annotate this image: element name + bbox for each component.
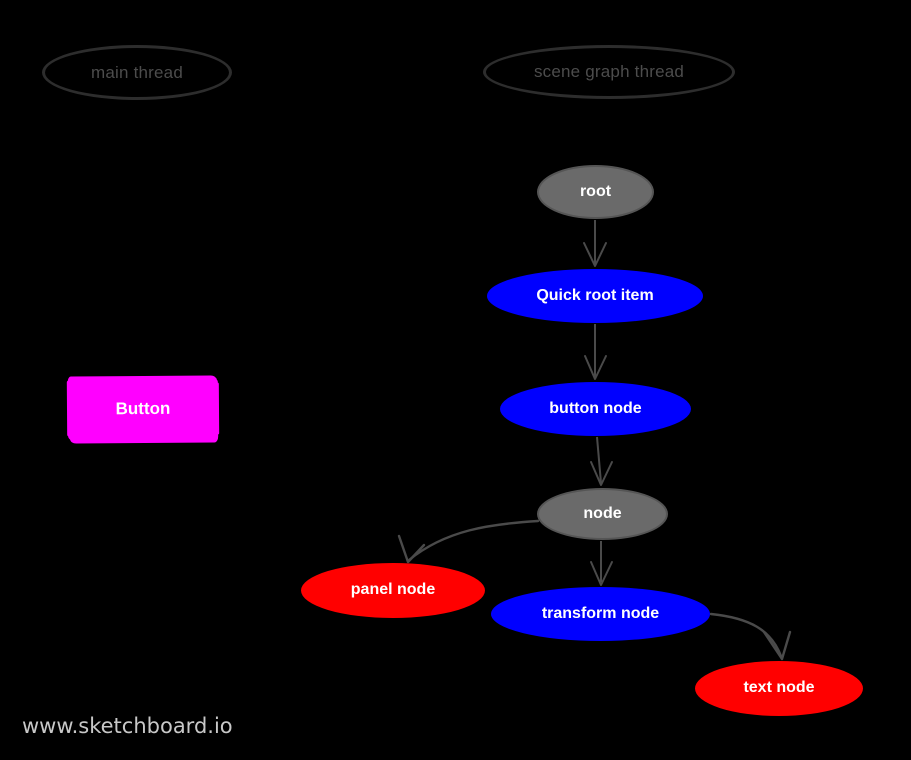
node-node[interactable]: node: [537, 488, 668, 540]
node-button-node[interactable]: button node: [500, 382, 691, 436]
lane-scene-graph-thread-label: scene graph thread: [533, 62, 685, 82]
node-quick-root-item-label: Quick root item: [536, 286, 654, 304]
node-button[interactable]: Button: [68, 376, 218, 442]
node-panel-node-label: panel node: [350, 581, 436, 599]
node-button-node-label: button node: [549, 399, 642, 417]
edge-node-to-panel-node: [397, 519, 540, 564]
node-panel-node[interactable]: panel node: [301, 563, 485, 618]
node-node-label: node: [583, 504, 622, 522]
edge-node-to-transform-node: [590, 541, 613, 586]
node-quick-root-item[interactable]: Quick root item: [487, 269, 703, 323]
edge-button-node-to-node: [590, 436, 613, 486]
node-transform-node[interactable]: transform node: [491, 587, 710, 641]
edge-transform-node-to-text-node: [709, 612, 792, 661]
node-root[interactable]: root: [537, 165, 654, 219]
node-text-node[interactable]: text node: [695, 661, 863, 716]
node-button-label: Button: [115, 398, 171, 419]
node-transform-node-label: transform node: [541, 604, 660, 622]
edge-quick-root-item-to-button-node: [584, 324, 607, 380]
lane-scene-graph-thread[interactable]: scene graph thread: [483, 45, 735, 99]
lane-main-thread[interactable]: main thread: [42, 45, 232, 100]
watermark: www.sketchboard.io: [22, 714, 233, 738]
node-text-node-label: text node: [743, 679, 815, 697]
edge-root-to-quick-root-item: [583, 220, 607, 267]
lane-main-thread-label: main thread: [91, 62, 183, 82]
node-root-label: root: [579, 182, 612, 200]
